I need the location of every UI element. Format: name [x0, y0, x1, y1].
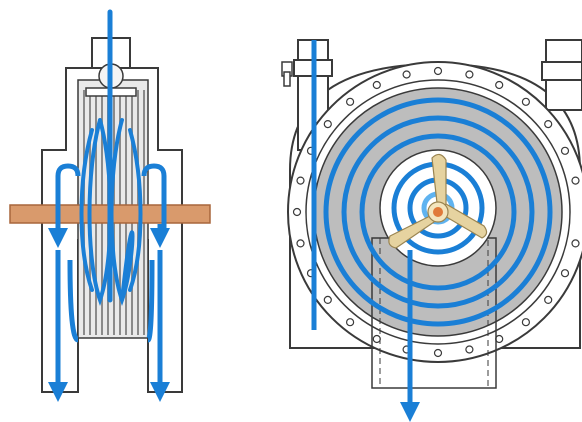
spiral-flow — [311, 40, 553, 330]
section-view — [9, 9, 211, 402]
bolt-hole — [495, 80, 504, 90]
bolt-hole — [571, 239, 580, 248]
bolt-hole — [465, 70, 474, 79]
bolt-hole — [560, 269, 570, 278]
bolt-hole — [372, 80, 381, 90]
flange-bolt-holes — [292, 66, 580, 358]
bolt-hole — [521, 318, 531, 327]
bolt-hole — [296, 239, 305, 248]
bolt-hole — [433, 66, 443, 76]
side-flow — [48, 163, 170, 402]
bolt-hole — [544, 295, 553, 304]
bolt-hole — [346, 318, 355, 327]
bolt-hole — [465, 345, 474, 354]
bolt-hole — [323, 295, 332, 304]
bolt-hole — [323, 119, 332, 129]
bolt-hole — [521, 97, 531, 106]
bolt-hole — [433, 348, 443, 358]
bolt-hole — [372, 334, 381, 344]
right-pipe-cap — [541, 61, 582, 81]
bolt-hole — [560, 146, 570, 155]
bolt-hole — [402, 70, 411, 79]
valve-icon[interactable] — [281, 61, 293, 87]
front-view — [281, 39, 582, 422]
bolt-hole — [544, 119, 553, 129]
bolt-hole — [346, 97, 355, 106]
bolt-hole — [296, 176, 305, 185]
bolt-hole — [292, 207, 302, 217]
impeller-icon — [388, 153, 488, 249]
flow-loops — [79, 9, 143, 307]
hub-dot — [433, 207, 443, 217]
bolt-hole — [571, 176, 580, 185]
